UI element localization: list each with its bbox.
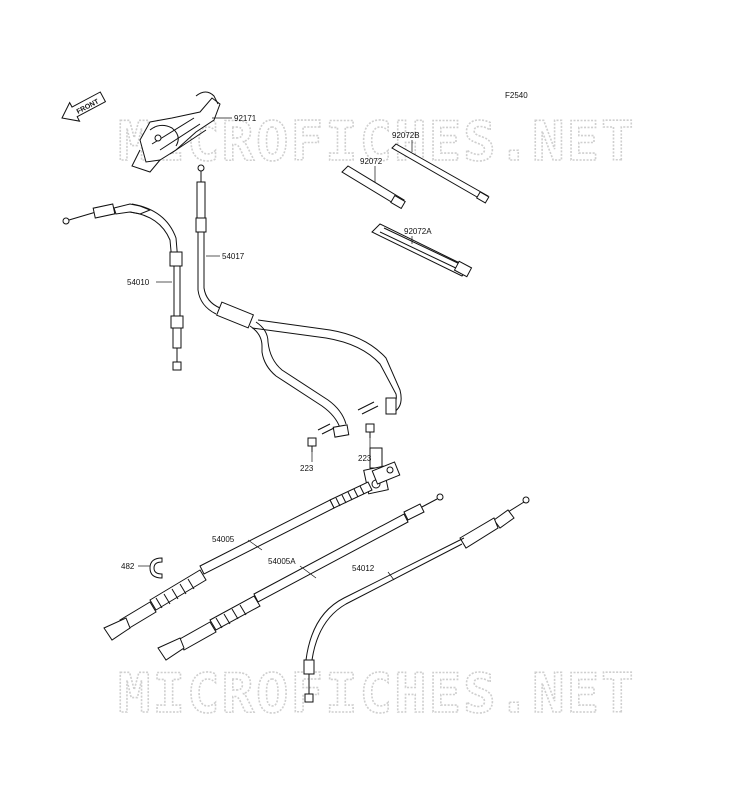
watermark-bottom: MICROFICHES.NET [118, 662, 636, 725]
part-label-54005A: 54005A [268, 557, 296, 566]
part-label-223-right: 223 [358, 454, 372, 463]
part-482-clip [149, 557, 163, 579]
part-label-223-left: 223 [300, 464, 314, 473]
part-92072-cable-tie [341, 165, 406, 210]
part-223-left-fastener [307, 437, 317, 452]
part-label-92072A: 92072A [404, 227, 432, 236]
part-54005-cable [103, 461, 401, 641]
part-label-54005: 54005 [212, 535, 235, 544]
part-label-92072: 92072 [360, 157, 383, 166]
part-223-right-fastener [365, 423, 375, 438]
part-92171-bracket [131, 91, 221, 173]
part-54010-cable [62, 203, 184, 371]
part-54017-cable [195, 164, 402, 495]
part-54005A-cable [157, 493, 444, 661]
leader-54005 [247, 539, 263, 551]
leader-54005A [299, 565, 317, 579]
part-54012-cable [303, 496, 530, 703]
part-92072A-cable-tie [371, 223, 473, 278]
part-label-92171: 92171 [234, 114, 257, 123]
part-label-54017: 54017 [222, 252, 245, 261]
front-arrow-icon: FRONT [61, 91, 107, 122]
part-label-482: 482 [121, 562, 135, 571]
part-label-54012: 54012 [352, 564, 375, 573]
part-label-92072B: 92072B [392, 131, 420, 140]
figure-code: F2540 [505, 91, 528, 100]
part-92072B-cable-tie [391, 143, 490, 204]
part-label-54010: 54010 [127, 278, 150, 287]
leader-54012 [387, 571, 395, 581]
